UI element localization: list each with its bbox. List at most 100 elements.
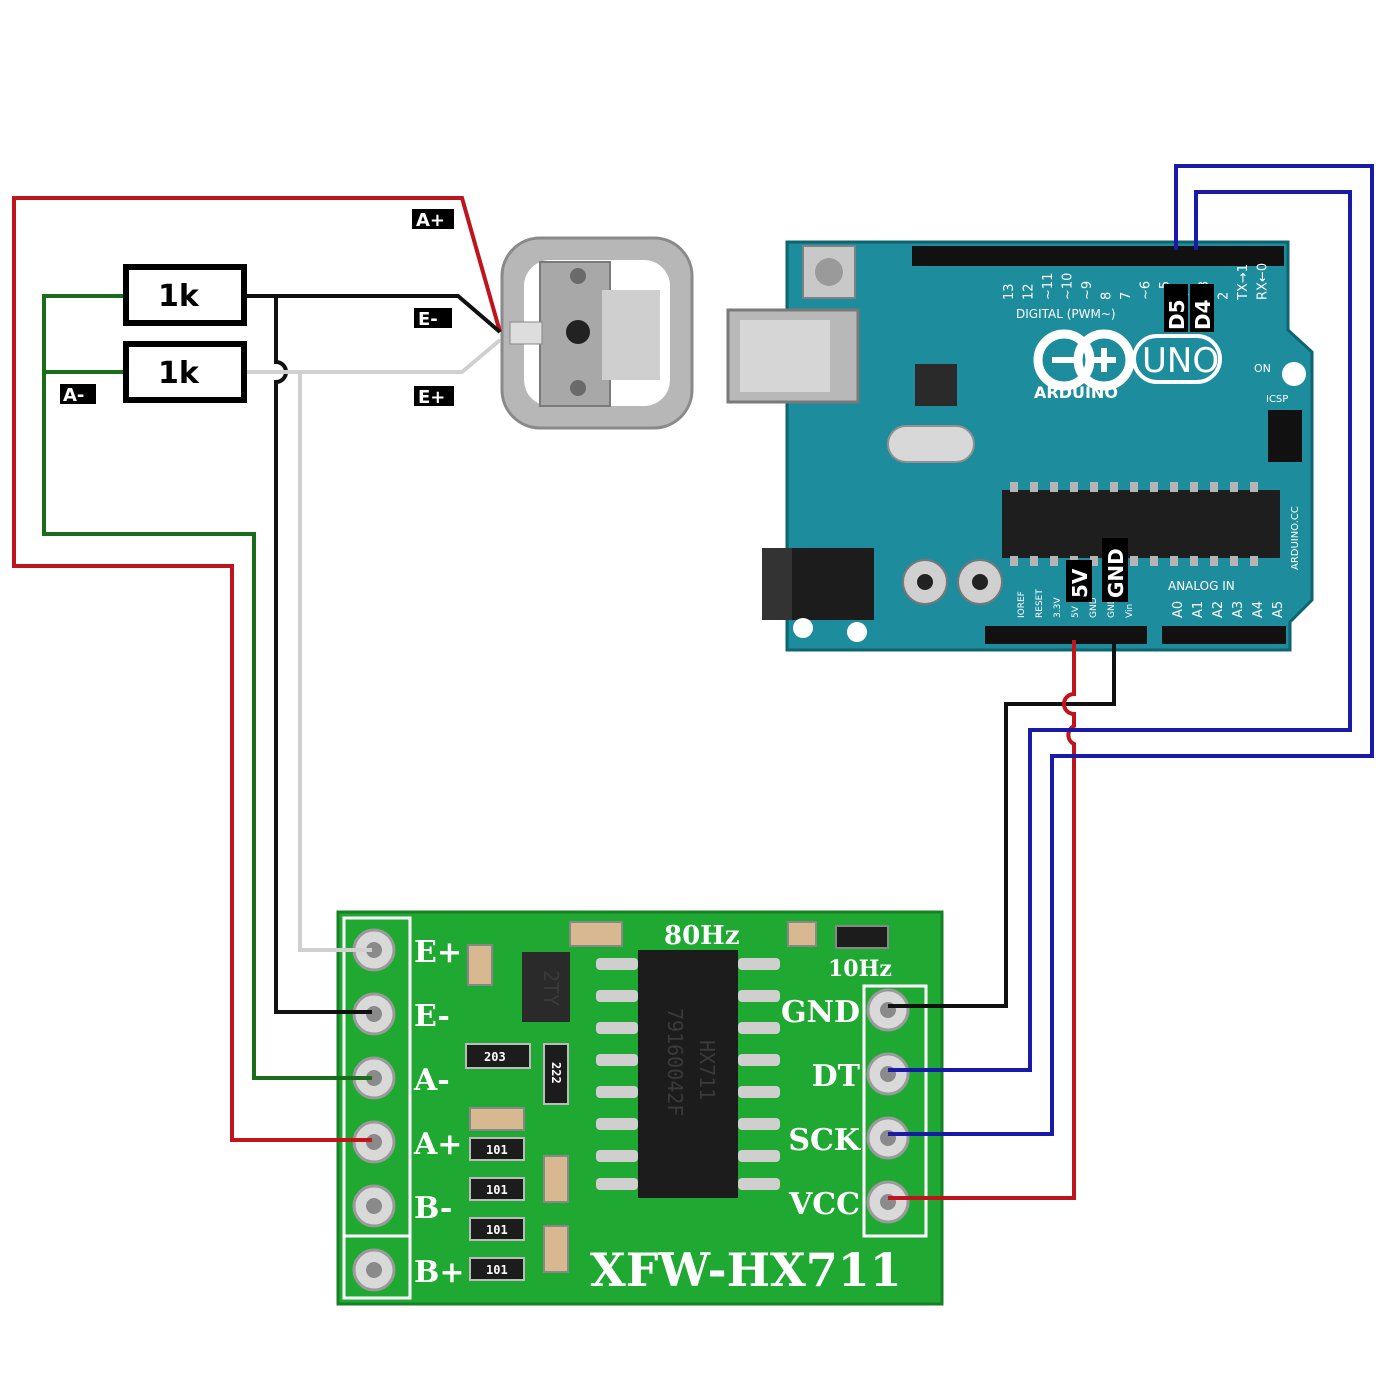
svg-text:E+: E+ [418,387,445,408]
digital-pin-label: TX→1 [1236,264,1251,301]
icsp-header [1268,410,1302,462]
hx711-pin-label: A- [413,1063,450,1098]
wire-black-e-minus [246,294,502,334]
hx711-pin-label: SCK [788,1123,861,1158]
digital-pin-label: 13 [1002,283,1017,300]
hx711-pin-label: E+ [414,935,462,970]
power-pin-label: GND [1107,597,1117,618]
analog-header [1162,626,1286,644]
icsp-label: ICSP [1266,394,1288,405]
digital-pin-label: ~11 [1041,273,1056,300]
wire-blue-sck [888,164,1374,1136]
power-pin-label: IOREF [1017,591,1027,618]
usb-interface-chip [915,364,957,406]
load-cell [500,236,694,430]
digital-pin-label: RX←0 [1256,263,1271,300]
analog-pin-label: A1 [1191,601,1206,618]
wire-green-a-minus [42,294,372,1080]
digital-pin-label: 8 [1100,292,1115,300]
svg-text:203: 203 [484,1050,506,1064]
wire-red-a-plus [12,196,502,1142]
resistor-1k-top: 1k [123,264,247,326]
hx711-rate-80hz: 80Hz [664,921,740,951]
arduino-uno-board: ICSP UNO ARDUINO ON DIGITAL (PWM~) ANALO… [726,240,1314,652]
svg-text:GND: GND [1104,548,1128,598]
digital-header-label: DIGITAL (PWM~) [1016,307,1116,321]
label-e-plus: E+ [414,386,454,408]
wire-red-vcc [888,640,1076,1200]
hx711-pin-label: A+ [413,1127,462,1162]
transistor [522,952,570,1022]
hx711-pin-label: B- [414,1191,452,1226]
analog-pin-label: A4 [1251,601,1266,618]
wire-white-e-plus [246,338,502,374]
digital-pin-label: 7 [1119,292,1134,300]
smd-resistor-222 [543,1043,569,1105]
smd-101-resistors: 101 101 101 101 [469,1137,525,1281]
power-pin-label: Vin [1125,604,1135,618]
atmega-chip [1002,490,1280,558]
digital-pin-label: 12 [1022,283,1037,300]
power-pin-label: 3.3V [1053,597,1063,618]
hx711-chip [638,950,738,1198]
on-led-label: ON [1254,362,1271,375]
analog-header-label: ANALOG IN [1168,579,1235,593]
digital-header [912,246,1284,266]
digital-pin-label: ~10 [1061,273,1076,300]
power-pin-label: RESET [1035,589,1045,618]
hx711-pin-label: E- [414,999,450,1034]
analog-pin-label: A0 [1171,601,1186,618]
wire-blue-dt [888,190,1352,1072]
label-d4: D4 [1190,284,1215,332]
smd-101-label: 101 [486,1263,508,1277]
digital-pin-label: ~9 [1080,281,1095,300]
crystal-oscillator [887,425,975,463]
hx711-chip-code: 79160042F [663,1008,687,1116]
svg-text:1k: 1k [158,356,200,391]
analog-pin-label: A3 [1231,601,1246,618]
label-5v: 5V [1066,560,1092,602]
analog-pin-label: A2 [1211,601,1226,618]
svg-text:5V: 5V [1068,568,1092,598]
wire-black-to-hx711 [274,296,372,1014]
hx711-pin-label: B+ [414,1255,465,1290]
label-a-minus: A- [60,384,96,406]
label-a-plus: A+ [412,209,454,231]
hx711-chip-label: HX711 [695,1040,719,1100]
arduino-logo [1033,329,1135,391]
transistor-marking: 2TY [539,970,563,1006]
smd-101-label: 101 [486,1183,508,1197]
smd-resistor-203 [465,1043,531,1069]
svg-text:D5: D5 [1165,299,1189,330]
analog-pin-labels: A0 A1 A2 A3 A4 A5 [1171,601,1286,618]
power-header [985,626,1147,644]
label-gnd: GND [1102,538,1128,602]
hx711-title: XFW-HX711 [590,1243,902,1297]
hx711-board: HX711 79160042F 2TY 203 222 101101101101… [336,910,944,1306]
label-e-minus: E- [414,308,452,330]
svg-text:A-: A- [63,385,84,406]
arduino-brand-label: ARDUINO [1034,383,1118,402]
arduino-site-label: ARDUINO.CC [1290,506,1301,570]
digital-pin-label: ~6 [1139,281,1154,300]
hx711-pin-label: GND [781,995,860,1030]
power-pin-label: GND [1089,597,1099,618]
resistor-1k-bottom: 1k [123,341,247,403]
wire-white-to-hx711 [298,372,372,952]
digital-pin-label: 2 [1217,292,1232,300]
svg-text:E-: E- [418,309,438,330]
analog-pin-label: A5 [1271,601,1286,618]
smd-101-label: 101 [486,1143,508,1157]
arduino-model-label: UNO [1142,341,1219,381]
hx711-rate-10hz: 10Hz [828,956,892,982]
svg-text:1k: 1k [158,279,200,314]
hx711-pin-label: DT [812,1059,861,1094]
svg-text:A+: A+ [416,210,445,231]
hx711-left-pins: E+ E- A- A+ B- B+ [352,928,465,1292]
svg-text:D4: D4 [1191,299,1215,330]
hx711-pin-label: VCC [788,1187,860,1222]
power-pin-labels: IOREF RESET 3.3V 5V GND GND Vin [1017,589,1135,618]
smd-101-label: 101 [486,1223,508,1237]
svg-text:222: 222 [549,1062,563,1084]
power-pin-label: 5V [1071,605,1081,618]
